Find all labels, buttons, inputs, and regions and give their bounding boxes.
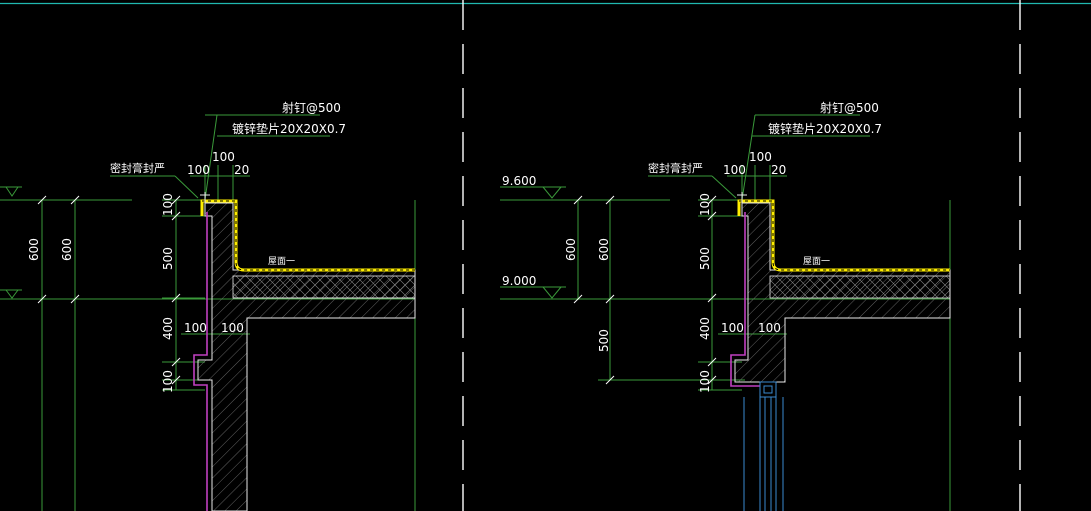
left-concrete-structure <box>197 202 416 511</box>
left-note-sealant: 密封膏封严 <box>110 161 165 175</box>
right-note-nail: 射钉@500 <box>820 100 879 115</box>
right-elevation-upper: 9.600 <box>502 174 536 188</box>
left-parapet-detail: 射钉@500 镀锌垫片20X20X0.7 密封膏封严 100 100 20 10… <box>0 100 416 511</box>
right-dim-top-100b: 100 <box>749 150 772 164</box>
left-dimension-ticks <box>37 195 181 385</box>
right-dim-v-600a: 600 <box>564 238 578 261</box>
right-dim-v-500-lower: 500 <box>597 329 611 352</box>
right-parapet-detail: 射钉@500 镀锌垫片20X20X0.7 密封膏封严 9.600 9.000 1… <box>500 100 951 511</box>
left-note-washer: 镀锌垫片20X20X0.7 <box>232 121 346 136</box>
left-dim-top-100a: 100 <box>187 163 210 177</box>
right-note-sealant: 密封膏封严 <box>648 161 703 175</box>
left-waterproof-membranes <box>193 199 415 511</box>
left-dim-v-600b: 600 <box>60 238 74 261</box>
left-note-nail: 射钉@500 <box>282 100 341 115</box>
left-dim-top-20: 20 <box>234 163 249 177</box>
right-window-frame <box>743 381 784 511</box>
right-dim-v-100-top: 100 <box>698 193 712 216</box>
left-dim-mid-100a: 100 <box>184 321 207 335</box>
right-dim-v-600b: 600 <box>597 238 611 261</box>
right-dimension-ticks <box>573 195 717 385</box>
left-dim-top-100b: 100 <box>212 150 235 164</box>
right-dim-v-500: 500 <box>698 247 712 270</box>
left-dim-v-400: 400 <box>161 317 175 340</box>
left-dim-v-100-top: 100 <box>161 193 175 216</box>
right-concrete-structure <box>734 202 951 383</box>
left-dim-v-600a: 600 <box>27 238 41 261</box>
left-dim-mid-100b: 100 <box>221 321 244 335</box>
right-dim-v-400: 400 <box>698 317 712 340</box>
right-roof-label: 屋面一 <box>803 256 830 267</box>
right-dim-top-20: 20 <box>771 163 786 177</box>
left-dim-v-500: 500 <box>161 247 175 270</box>
right-dim-mid-100a: 100 <box>721 321 744 335</box>
right-dim-v-100-bot: 100 <box>698 370 712 393</box>
right-dim-top-100a: 100 <box>723 163 746 177</box>
right-elevation-lower: 9.000 <box>502 274 536 288</box>
right-waterproof-membranes <box>730 199 950 387</box>
left-dim-v-100-bot: 100 <box>161 370 175 393</box>
right-note-washer: 镀锌垫片20X20X0.7 <box>768 121 882 136</box>
right-dim-mid-100b: 100 <box>758 321 781 335</box>
right-nail-icon <box>737 192 747 212</box>
left-roof-label: 屋面一 <box>268 256 295 267</box>
left-nail-icon <box>200 192 210 212</box>
